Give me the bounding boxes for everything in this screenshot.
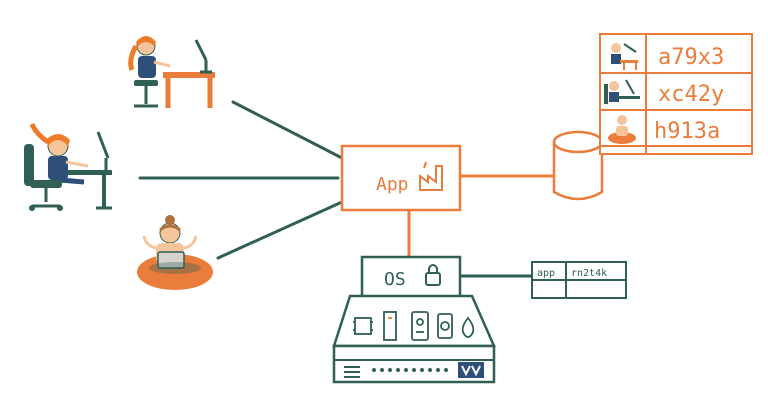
- user-at-standing-desk-icon: [128, 36, 215, 108]
- db-table: a79x3 xc42y h913a: [599, 33, 753, 155]
- db-row-3-user-meditating-laptop-icon: [608, 115, 636, 144]
- server-panel-lights: [344, 366, 448, 378]
- os-box[interactable]: OS: [360, 255, 462, 299]
- server-hardware: [332, 294, 496, 384]
- memory-stick-icon: [383, 311, 397, 341]
- cpu-chip-icon: [353, 317, 373, 335]
- os-table-cell-key: rn2t4k: [571, 268, 607, 279]
- database-cylinder: [552, 130, 604, 201]
- app-box[interactable]: App: [340, 144, 462, 212]
- user-at-desk-chair-icon: [24, 122, 112, 211]
- disk-icon: [437, 313, 453, 339]
- connection-line-user-1: [231, 100, 344, 160]
- db-row-1-user-at-standing-desk-icon: [611, 43, 638, 70]
- os-table: app rn2t4k: [531, 261, 627, 299]
- app-label: App: [376, 174, 409, 195]
- factory-icon: [419, 161, 443, 191]
- lock-icon: [425, 264, 441, 286]
- db-row-2-value: xc42y: [658, 82, 724, 107]
- db-row-3-value: h913a: [654, 119, 720, 144]
- os-table-cell-app: app: [537, 268, 555, 279]
- vendor-logo-icon: [458, 362, 484, 378]
- user-meditating-laptop-icon: [137, 215, 213, 290]
- user-connections: [138, 100, 344, 260]
- db-row-1-value: a79x3: [658, 45, 724, 70]
- os-label: OS: [384, 269, 406, 290]
- app-connections: [407, 174, 554, 258]
- water-drop-icon: [461, 316, 475, 338]
- connection-line-user-3: [216, 200, 344, 260]
- storage-card-icon: [411, 311, 429, 341]
- db-row-2-user-at-desk-chair-icon: [604, 79, 640, 104]
